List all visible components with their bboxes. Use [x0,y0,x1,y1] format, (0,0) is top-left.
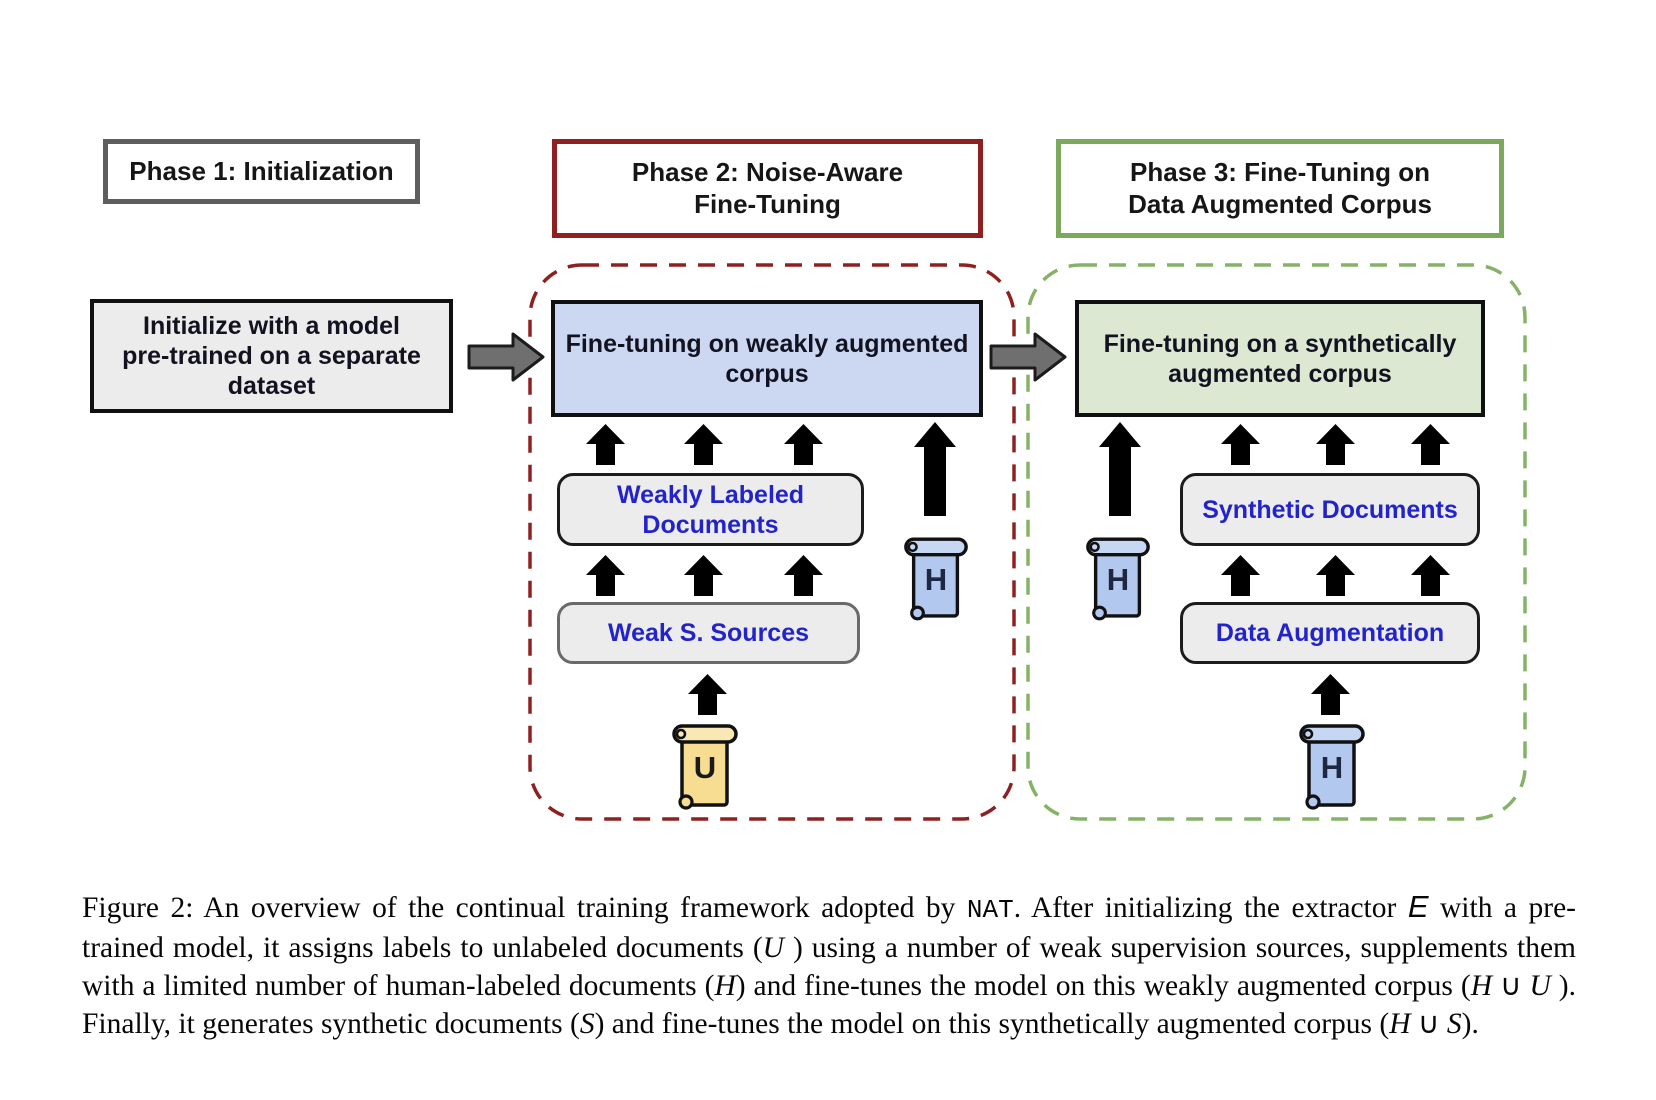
up-arrow-tall-icon [1097,420,1143,518]
phase2-title-box: Phase 2: Noise-Aware Fine-Tuning [552,139,983,238]
up-arrow-icon [686,672,729,717]
flow-arrow-right-icon [989,332,1067,382]
phase1-title-box: Phase 1: Initialization [103,139,420,204]
up-arrow-icon [1219,422,1262,467]
finetune-synthetically-augmented-box: Fine-tuning on a synthetically augmented… [1075,300,1485,417]
synthetic-documents-box: Synthetic Documents [1180,473,1480,546]
unlabeled-docs-label: U [693,750,717,785]
up-arrow-icon [584,422,627,467]
up-arrow-icon [682,553,725,598]
figure-caption: Figure 2: An overview of the continual t… [82,888,1577,1040]
human-docs-label: H [924,562,948,597]
up-arrow-icon [782,422,825,467]
weakly-labeled-documents-box: Weakly Labeled Documents [557,473,864,546]
up-arrow-tall-icon [912,420,958,518]
finetune-weakly-augmented-box: Fine-tuning on weakly augmented corpus [551,300,983,417]
up-arrow-icon [1219,553,1262,598]
phase3-title-box: Phase 3: Fine-Tuning on Data Augmented C… [1056,139,1504,238]
up-arrow-icon [682,422,725,467]
up-arrow-icon [1409,422,1452,467]
up-arrow-icon [1309,672,1352,717]
up-arrow-icon [782,553,825,598]
up-arrow-icon [1314,422,1357,467]
human-docs-label: H [1320,750,1344,785]
human-docs-label: H [1106,562,1130,597]
up-arrow-icon [1314,553,1357,598]
initialize-model-box: Initialize with a model pre-trained on a… [90,299,453,413]
up-arrow-icon [584,553,627,598]
weak-supervision-sources-box: Weak S. Sources [557,602,860,664]
up-arrow-icon [1409,553,1452,598]
data-augmentation-box: Data Augmentation [1180,602,1480,664]
flow-arrow-right-icon [467,332,545,382]
